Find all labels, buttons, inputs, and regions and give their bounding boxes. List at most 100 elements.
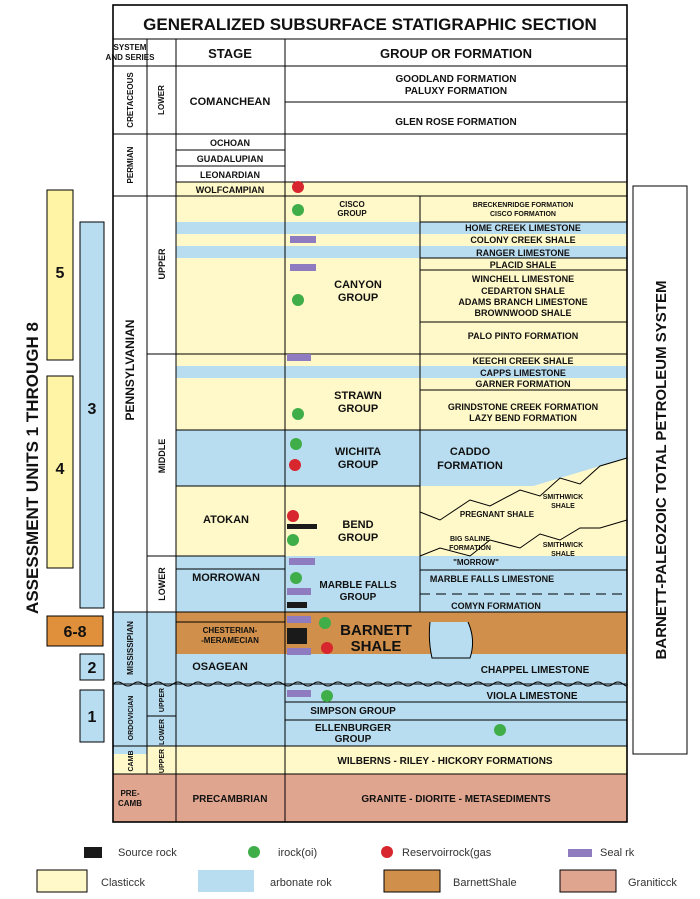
seal-bar [289, 558, 315, 565]
oil-dot [319, 617, 331, 629]
stage-wolfcampian: WOLFCAMPIAN [196, 185, 265, 195]
source-bar [287, 524, 317, 529]
oil-dot [292, 204, 304, 216]
grid-lines [112, 4, 688, 823]
formation-capps: CAPPS LIMESTONE [480, 368, 566, 378]
source-markers [287, 524, 317, 644]
source-bar [287, 602, 307, 608]
group-cisco-1: CISCO [339, 200, 364, 209]
group-cisco-2: GROUP [337, 209, 367, 218]
unit-1: 1 [88, 709, 97, 726]
oil-dot [321, 690, 333, 702]
legend-seal-swatch [568, 849, 592, 857]
formation-colony-creek: COLONY CREEK SHALE [470, 235, 575, 245]
stage-morrowan: MORROWAN [192, 572, 260, 584]
stage-guadalupian: GUADALUPIAN [197, 154, 264, 164]
unit-6-8: 6-8 [63, 624, 86, 641]
legend-clastic-label: Clasticck [101, 877, 146, 889]
system-permian: PERMIAN [126, 146, 135, 183]
legend-oil-label: irock(oi) [278, 847, 317, 859]
legend-oil-swatch [248, 846, 260, 858]
group-wichita-2: GROUP [338, 459, 378, 471]
stage-comanchean: COMANCHEAN [190, 96, 271, 108]
formation-barnett-2: SHALE [351, 638, 402, 655]
system-mississippian: MISSISSIPIAN [126, 621, 135, 675]
header-group: GROUP OR FORMATION [380, 46, 532, 61]
stage-labels: COMANCHEAN OCHOAN GUADALUPIAN LEONARDIAN… [190, 96, 271, 805]
legend-carbonate-swatch [198, 870, 254, 892]
formation-brownwood: BROWNWOOD SHALE [475, 308, 572, 318]
series-penn-upper: UPPER [157, 248, 167, 280]
formation-paluxy: PALUXY FORMATION [405, 86, 507, 97]
formation-cedarton: CEDARTON SHALE [481, 286, 565, 296]
series-camb-upper: UPPER [159, 749, 166, 773]
unit-3: 3 [88, 401, 97, 418]
seal-markers [287, 236, 316, 697]
formation-ellenburger-2: GROUP [335, 734, 372, 745]
stage-chesterian-1: CHESTERIAN- [203, 626, 258, 635]
formation-comyn: COMYN FORMATION [451, 601, 541, 611]
oil-dot [287, 534, 299, 546]
system-precamb-1: PRE- [120, 789, 139, 798]
formation-smithwick-lower-2: SHALE [551, 551, 575, 558]
unit-5: 5 [56, 265, 65, 282]
legend-barnett-label: BarnettShale [453, 877, 517, 889]
formation-morrow: "MORROW" [453, 558, 499, 567]
formation-smithwick-lower-1: SMITHWICK [543, 542, 583, 549]
seal-bar [290, 236, 316, 243]
formation-caddo-2: FORMATION [437, 460, 503, 472]
system-precamb-2: CAMB [118, 799, 142, 808]
group-strawn-1: STRAWN [334, 390, 382, 402]
formation-viola: VIOLA LIMESTONE [486, 691, 577, 702]
header-system-2: AND SERIES [106, 53, 156, 62]
system-labels: CRETACEOUS LOWER PERMIAN PENNSYLVANIAN U… [118, 72, 167, 808]
seal-bar [287, 354, 311, 361]
formation-marble-falls-ls: MARBLE FALLS LIMESTONE [430, 574, 554, 584]
unit-2: 2 [88, 660, 97, 677]
system-camb: CAMB [128, 751, 135, 772]
formation-chappel: CHAPPEL LIMESTONE [481, 665, 590, 676]
legend-barnett-swatch [383, 869, 441, 893]
gas-dot [292, 181, 304, 193]
formation-big-saline-2: FORMATION [449, 545, 491, 552]
source-bar [287, 628, 307, 644]
formation-big-saline-1: BIG SALINE [450, 536, 490, 543]
group-marble-falls-2: GROUP [340, 592, 377, 603]
stage-precambrian: PRECAMBRIAN [193, 794, 268, 805]
group-wichita-1: WICHITA [335, 446, 381, 458]
series-ord-lower: LOWER [159, 719, 166, 745]
formation-keechi: KEECHI CREEK SHALE [472, 356, 573, 366]
formation-placid: PLACID SHALE [490, 260, 557, 270]
formation-labels: GOODLAND FORMATION PALUXY FORMATION GLEN… [310, 74, 598, 805]
legend: Source rock irock(oi) Reservoirrock(gas … [36, 846, 677, 893]
formation-smithwick-upper-2: SHALE [551, 503, 575, 510]
group-strawn-2: GROUP [338, 403, 378, 415]
formation-barnett-1: BARNETT [340, 622, 412, 639]
seal-bar [287, 690, 311, 697]
gas-dot [287, 510, 299, 522]
oil-dot [292, 408, 304, 420]
oil-dot [290, 438, 302, 450]
legend-clastic-swatch [36, 869, 88, 893]
formation-wilberns: WILBERNS - RILEY - HICKORY FORMATIONS [337, 756, 553, 767]
series-penn-middle: MIDDLE [157, 439, 167, 474]
series-ord-upper: UPPER [159, 688, 166, 712]
oil-dot [292, 294, 304, 306]
diagram-title: GENERALIZED SUBSURFACE STATIGRAPHIC SECT… [143, 15, 597, 34]
gas-dot [321, 642, 333, 654]
gas-dot [289, 459, 301, 471]
system-pennsylvanian: PENNSYLVANIAN [123, 320, 137, 421]
formation-adams-branch: ADAMS BRANCH LIMESTONE [458, 297, 587, 307]
layer-fills [113, 66, 627, 822]
formation-breckenridge: BRECKENRIDGE FORMATION [473, 202, 574, 209]
stage-ochoan: OCHOAN [210, 138, 250, 148]
stage-leonardian: LEONARDIAN [200, 170, 260, 180]
stage-osagean: OSAGEAN [192, 661, 248, 673]
oil-dot [290, 572, 302, 584]
seal-bar [287, 588, 311, 595]
legend-carbonate-label: arbonate rok [270, 877, 332, 889]
gas-markers [287, 181, 333, 654]
formation-palo-pinto: PALO PINTO FORMATION [468, 331, 579, 341]
system-ordovician: ORDOVICIAN [128, 696, 135, 741]
